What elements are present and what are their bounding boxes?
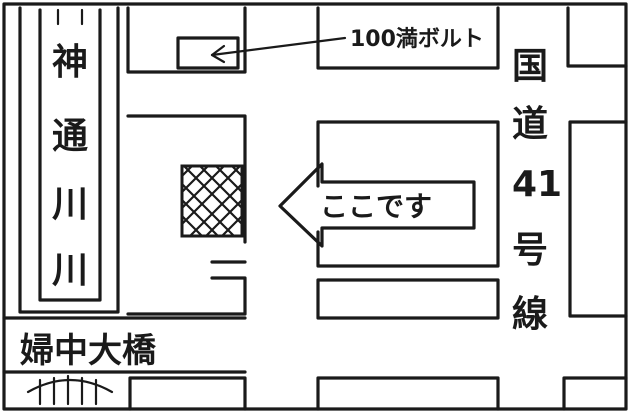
route-label-char: 41 bbox=[512, 164, 562, 205]
river-label-char: 川 bbox=[52, 184, 88, 225]
bottom-blocks bbox=[128, 376, 628, 411]
top-streets bbox=[126, 6, 628, 74]
river-label-char: 神 bbox=[52, 42, 88, 83]
route-label-char: 国 bbox=[512, 46, 548, 87]
landmark-arrow bbox=[210, 36, 347, 64]
route-label-char: 線 bbox=[512, 294, 548, 335]
route-label-char: 道 bbox=[512, 104, 548, 145]
middle-blocks bbox=[316, 120, 500, 320]
bridge-label: 婦中大橋 bbox=[19, 331, 156, 371]
target-block bbox=[126, 114, 247, 316]
river-label-char: 通 bbox=[52, 116, 88, 157]
here-arrow bbox=[278, 162, 476, 248]
route-label-char: 号 bbox=[512, 230, 548, 271]
route-label: 国 道 41 号 線 bbox=[512, 46, 562, 335]
river-label: 神 通 川 川 bbox=[52, 42, 88, 291]
river-label-char: 川 bbox=[52, 250, 88, 291]
bridge bbox=[2, 316, 247, 406]
river bbox=[18, 6, 120, 314]
right-block bbox=[568, 120, 628, 318]
here-label: ここです bbox=[320, 190, 432, 223]
landmark-label: 100満ボルト bbox=[350, 26, 484, 52]
